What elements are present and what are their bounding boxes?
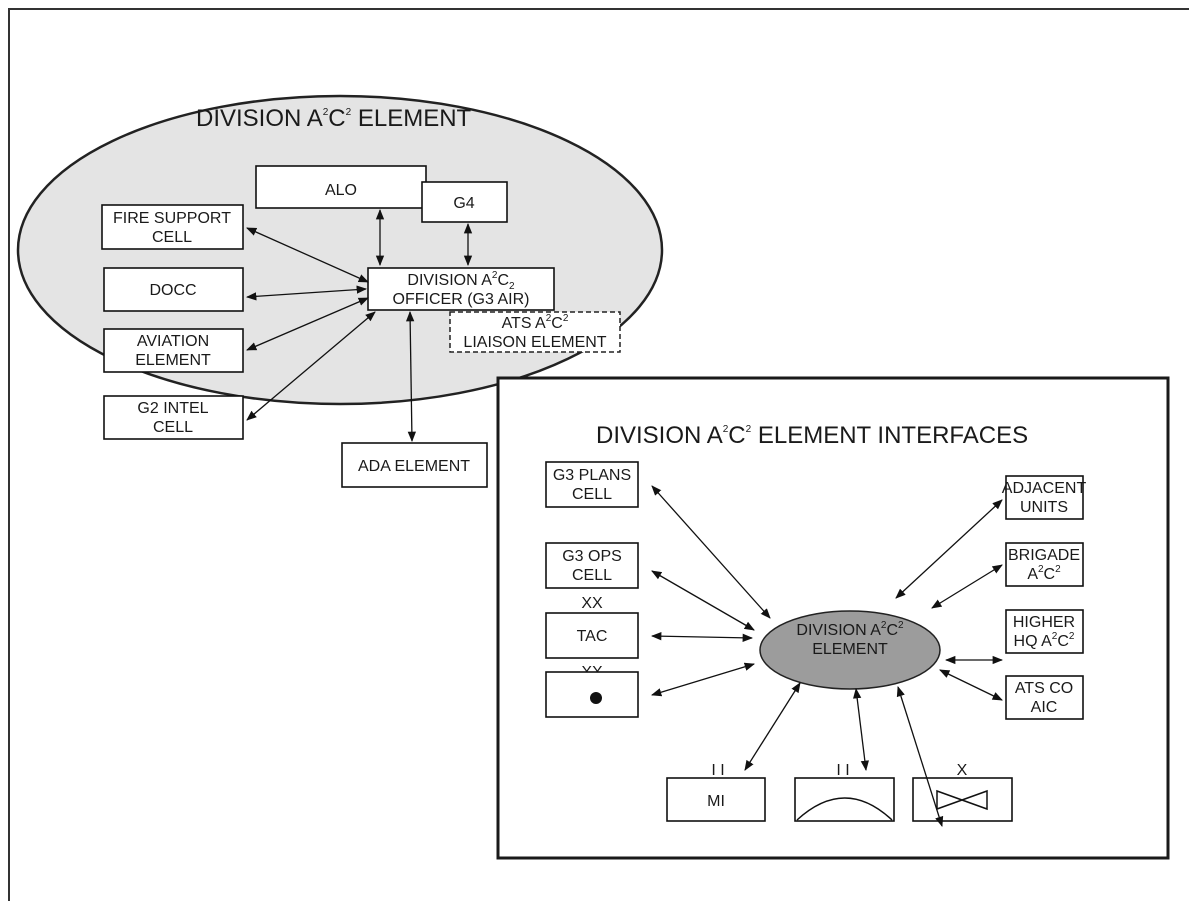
aviation-bn-box: [794, 777, 895, 822]
svg-text:AIC: AIC: [1031, 699, 1058, 716]
fire-support-cell-box: FIRE SUPPORT CELL: [101, 204, 244, 250]
svg-text:OFFICER (G3 AIR): OFFICER (G3 AIR): [393, 291, 530, 308]
svg-text:LIAISON ELEMENT: LIAISON ELEMENT: [463, 334, 606, 351]
tac-box: TAC: [545, 612, 639, 659]
interfaces-title: DIVISION A2C2 ELEMENT INTERFACES: [596, 422, 1028, 449]
svg-text:DOCC: DOCC: [149, 282, 196, 299]
signal-echelon-label: X: [957, 762, 968, 779]
higher-hq-a2c2-box: HIGHER HQ A2C2: [1005, 609, 1084, 654]
aviation-element-box: AVIATION ELEMENT: [103, 328, 244, 373]
svg-text:MI: MI: [707, 793, 725, 810]
svg-text:TAC: TAC: [577, 628, 608, 645]
g3-plans-cell-box: G3 PLANS CELL: [545, 461, 639, 508]
svg-text:ELEMENT: ELEMENT: [812, 641, 888, 658]
ada-element-box: ADA ELEMENT: [341, 442, 488, 488]
svg-text:BRIGADE: BRIGADE: [1008, 547, 1080, 564]
arrow-ats-co-center: [939, 669, 1003, 701]
arrow-docc-officer: [245, 285, 368, 301]
docc-box: DOCC: [103, 267, 244, 312]
svg-text:G4: G4: [453, 195, 474, 212]
figure-frame: [8, 8, 1189, 901]
svg-text:FIRE SUPPORT: FIRE SUPPORT: [113, 210, 231, 227]
arrow-adjacent-center: [895, 499, 1003, 599]
mi-echelon-label: I I: [711, 762, 724, 779]
ats-liaison-element-box: ATS A2C2 LIAISON ELEMENT: [449, 311, 621, 353]
ats-co-aic-box: ATS CO AIC: [1005, 675, 1084, 720]
svg-text:ADJACENT: ADJACENT: [1002, 480, 1087, 497]
bowtie-unit-box: [912, 777, 1013, 822]
g3-ops-cell-box: G3 OPS CELL: [545, 542, 639, 589]
arrow-mi-center: [744, 682, 801, 771]
svg-text:ATS A2C2: ATS A2C2: [502, 313, 569, 332]
svg-text:DIVISION A2C2: DIVISION A2C2: [796, 620, 904, 639]
arrow-g3-ops-center: [651, 570, 755, 631]
division-element-center: DIVISION A2C2 ELEMENT: [759, 610, 941, 690]
svg-text:ELEMENT: ELEMENT: [135, 352, 211, 369]
svg-text:G3 OPS: G3 OPS: [562, 548, 622, 565]
svg-text:ADA ELEMENT: ADA ELEMENT: [358, 458, 470, 475]
adjacent-units-box: ADJACENT UNITS: [1002, 475, 1087, 520]
svg-text:UNITS: UNITS: [1020, 499, 1068, 516]
svg-text:A2C2: A2C2: [1027, 564, 1061, 583]
arrow-g2-officer: [246, 311, 376, 421]
svg-text:DIVISION A2C2: DIVISION A2C2: [407, 270, 515, 292]
svg-text:G3 PLANS: G3 PLANS: [553, 467, 631, 484]
arrow-tac-center: [650, 632, 754, 642]
svg-text:HIGHER: HIGHER: [1013, 614, 1075, 631]
brigade-a2c2-box: BRIGADE A2C2: [1005, 542, 1084, 587]
arrow-aviation-bn-center: [853, 687, 869, 772]
svg-text:CELL: CELL: [572, 567, 612, 584]
aviation-symbol-icon: [796, 797, 893, 821]
mi-box: MI: [666, 777, 766, 822]
g4-box: G4: [421, 181, 508, 223]
svg-text:ALO: ALO: [325, 182, 357, 199]
tac-echelon-label: XX: [581, 595, 603, 612]
arrow-brigade-center: [931, 564, 1003, 609]
svg-text:ATS CO: ATS CO: [1015, 680, 1073, 697]
arrow-ada-officer: [405, 310, 417, 443]
division-element-title: DIVISION A2C2 ELEMENT: [196, 105, 472, 132]
g2-intel-cell-box: G2 INTEL CELL: [103, 395, 244, 440]
svg-text:CELL: CELL: [153, 419, 193, 436]
svg-text:CELL: CELL: [572, 486, 612, 503]
aviation-bn-echelon-label: I I: [836, 762, 849, 779]
svg-text:G2 INTEL: G2 INTEL: [137, 400, 208, 417]
alo-box: ALO: [255, 165, 427, 209]
division-main-cp-box: [545, 671, 639, 718]
command-post-icon: [590, 692, 602, 704]
g3-air-officer-box: DIVISION A2C2 OFFICER (G3 AIR): [367, 267, 555, 311]
svg-text:AVIATION: AVIATION: [137, 333, 209, 350]
svg-text:CELL: CELL: [152, 229, 192, 246]
arrow-fire-support-officer: [246, 227, 369, 283]
arrow-main-cp-center: [651, 662, 755, 697]
svg-text:HQ A2C2: HQ A2C2: [1014, 631, 1075, 650]
arrow-bowtie-center: [896, 686, 944, 827]
